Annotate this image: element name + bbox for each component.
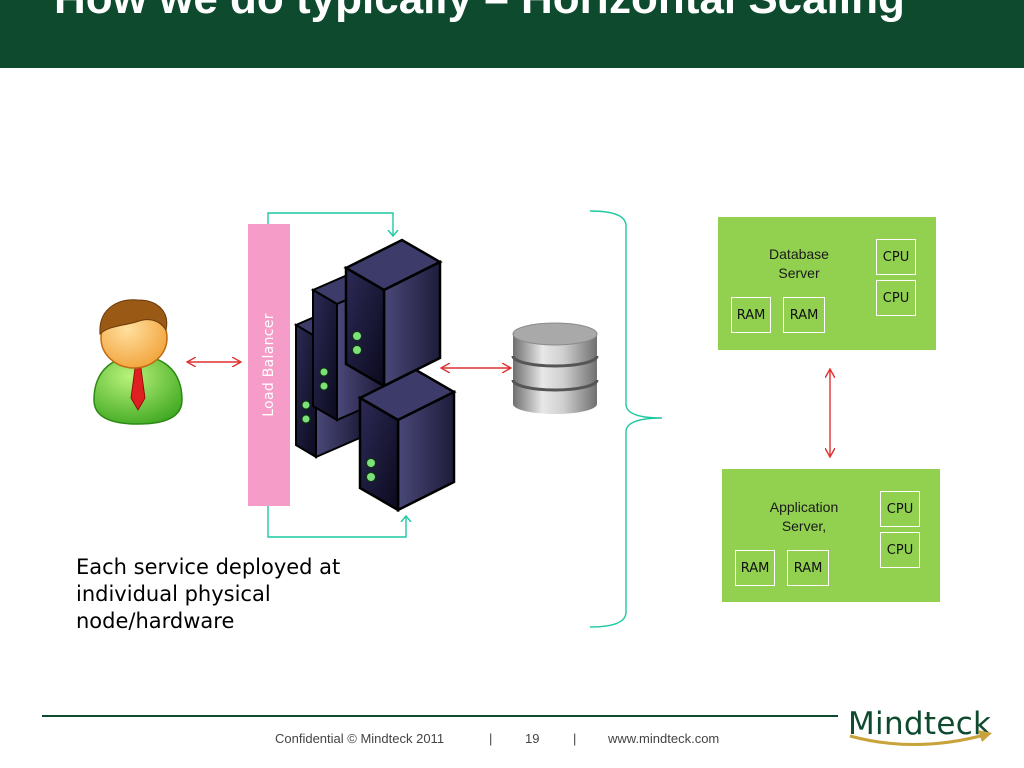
cpu-chip: CPU <box>876 280 916 316</box>
load-balancer-label: Load Balancer <box>261 313 277 417</box>
ram-chip: RAM <box>787 550 829 586</box>
footer-divider <box>42 715 838 717</box>
ram-chip: RAM <box>731 297 771 333</box>
grouping-brace <box>589 210 663 628</box>
footer-separator: | <box>489 731 493 746</box>
application-server-box: Application Server, CPU CPU RAM RAM <box>722 469 940 602</box>
cpu-chip: CPU <box>880 532 920 568</box>
footer-url: www.mindteck.com <box>608 731 720 746</box>
title-bar: How we do typically – Horizontal Scaling <box>0 0 1024 68</box>
footer-separator: | <box>573 731 577 746</box>
mindteck-logo: Mindteck <box>848 706 992 746</box>
load-balancer: Load Balancer <box>248 224 290 506</box>
logo-text: Mindteck <box>848 706 992 742</box>
user-icon <box>93 299 183 425</box>
database-server-title: Database Server <box>769 246 829 281</box>
cpu-chip: CPU <box>880 491 920 527</box>
footer-page-number: 19 <box>525 731 540 746</box>
lb-top-connector <box>267 212 393 236</box>
lb-bottom-connector <box>267 506 406 538</box>
database-server-box: Database Server CPU CPU RAM RAM <box>718 217 936 350</box>
slide-title: How we do typically – Horizontal Scaling <box>54 0 954 26</box>
database-icon <box>511 322 599 414</box>
server-stack-icon <box>293 238 457 513</box>
ram-chip: RAM <box>735 550 775 586</box>
caption-text: Each service deployed at individual phys… <box>76 555 341 633</box>
footer-confidential: Confidential © Mindteck 2011 <box>275 731 445 746</box>
logo-swoosh-icon <box>849 730 992 746</box>
ram-chip: RAM <box>783 297 825 333</box>
application-server-title: Application Server, <box>769 499 839 534</box>
load-balancer-bar <box>248 224 290 506</box>
cpu-chip: CPU <box>876 239 916 275</box>
